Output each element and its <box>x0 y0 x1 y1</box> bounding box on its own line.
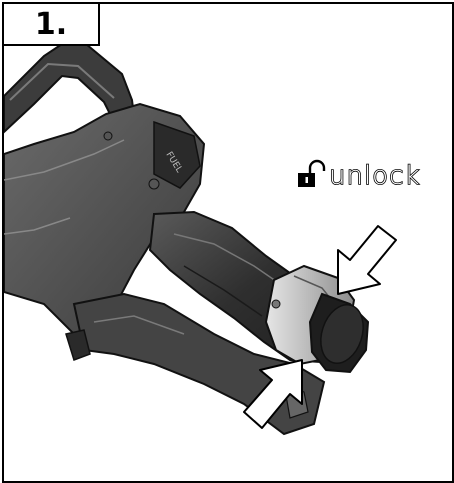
step-number-badge: 1. <box>4 4 100 46</box>
unlocked-padlock-icon <box>298 159 326 187</box>
arrow-down-left-icon <box>337 225 397 295</box>
step-number: 1. <box>34 6 68 42</box>
tool-nozzle <box>308 292 370 374</box>
unlock-indicator: unlock <box>296 159 421 191</box>
power-tool-illustration: FUEL <box>4 43 397 436</box>
unlock-text: unlock <box>328 161 421 191</box>
arrow-up-right-icon <box>243 359 303 429</box>
